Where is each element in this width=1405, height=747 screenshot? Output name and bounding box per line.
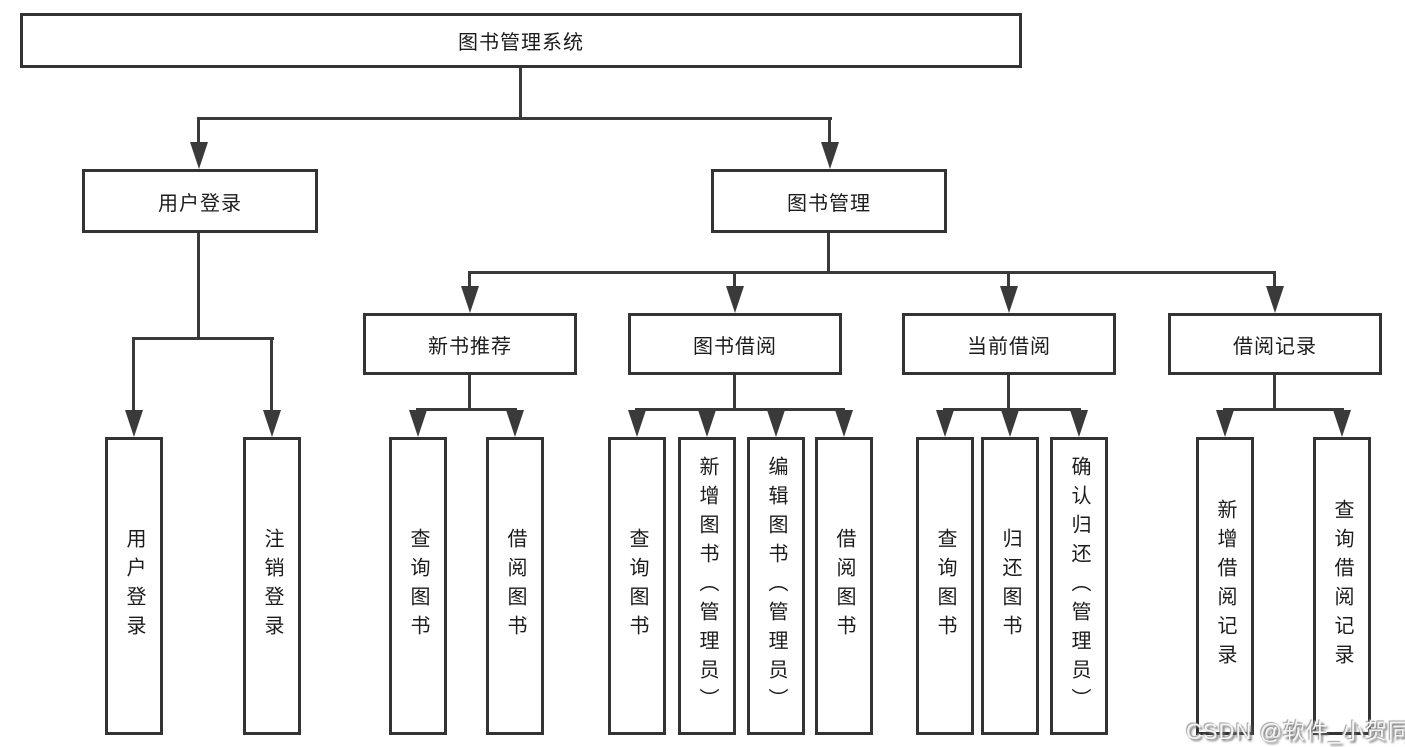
connector-user-login-stub [197, 117, 200, 145]
arrow-down-icon [1216, 410, 1234, 437]
leaf-add-borrow-record: 新增借阅记录 [1196, 437, 1254, 735]
leaf-add-books-admin: 新增图书（管理员） [678, 437, 736, 735]
arrow-down-icon [628, 410, 646, 437]
leaf-query-borrow-record-label: 查询借阅记录 [1331, 499, 1353, 673]
leaf-borrow-books-recommend-label: 借阅图书 [504, 528, 526, 644]
arrow-down-icon [1001, 410, 1019, 437]
connector-group-vertical [468, 375, 471, 411]
leaf-logout-label: 注销登录 [261, 528, 283, 644]
node-book-management-label: 图书管理 [787, 192, 871, 215]
node-user-login: 用户登录 [82, 169, 318, 233]
connector-user-login-vertical [197, 233, 200, 340]
watermark: CSDN @软件_小贺同学 [1186, 719, 1405, 744]
arrow-down-icon [1266, 286, 1284, 313]
arrow-down-icon [190, 142, 208, 169]
node-new-book-recommendation-label: 新书推荐 [428, 335, 512, 358]
leaf-query-books-recommend-label: 查询图书 [407, 528, 429, 644]
leaf-borrow-books: 借阅图书 [815, 437, 873, 735]
leaf-return-books-label: 归还图书 [999, 528, 1021, 644]
leaf-edit-books-admin: 编辑图书（管理员） [747, 437, 805, 735]
leaf-user-login-label: 用户登录 [123, 528, 145, 644]
arrow-down-icon [726, 286, 744, 313]
node-book-borrowing: 图书借阅 [628, 313, 842, 375]
arrow-down-icon [1070, 410, 1088, 437]
connector-header-stub [1273, 271, 1276, 289]
connector-level2-horizontal [198, 117, 832, 120]
connector-group-horizontal [416, 408, 517, 411]
leaf-query-borrow-record: 查询借阅记录 [1313, 437, 1371, 735]
leaf-query-books-borrowing-label: 查询图书 [626, 528, 648, 644]
connector-group-vertical [1007, 375, 1010, 411]
arrow-down-icon [461, 286, 479, 313]
node-book-management: 图书管理 [711, 169, 947, 233]
leaf-return-books: 归还图书 [981, 437, 1039, 735]
connector-book-mgmt-vertical [827, 233, 830, 274]
leaf-confirm-return-admin-label: 确认归还（管理员） [1068, 455, 1090, 717]
leaf-query-books-current: 查询图书 [916, 437, 974, 735]
connector-header-stub [468, 271, 471, 289]
node-library-management-system: 图书管理系统 [20, 13, 1022, 68]
connector-header-stub [1007, 271, 1010, 289]
arrow-down-icon [821, 142, 839, 169]
arrow-down-icon [1333, 410, 1351, 437]
leaf-query-books-recommend: 查询图书 [389, 437, 447, 735]
node-book-borrowing-label: 图书借阅 [693, 335, 777, 358]
connector-group-horizontal [1223, 408, 1344, 411]
connector-root-vertical [519, 68, 522, 120]
node-library-management-system-label: 图书管理系统 [458, 32, 584, 54]
arrow-down-icon [936, 410, 954, 437]
arrow-down-icon [506, 410, 524, 437]
connector-level3-horizontal [468, 271, 1276, 274]
connector-group-horizontal [943, 408, 1081, 411]
leaf-borrow-books-label: 借阅图书 [833, 528, 855, 644]
node-new-book-recommendation: 新书推荐 [363, 313, 577, 375]
leaf-user-login: 用户登录 [105, 437, 163, 735]
node-borrowing-records-label: 借阅记录 [1233, 335, 1317, 358]
node-current-borrowing-label: 当前借阅 [967, 335, 1051, 358]
connector-leaf-stub [270, 337, 273, 414]
leaf-borrow-books-recommend: 借阅图书 [486, 437, 544, 735]
node-current-borrowing: 当前借阅 [902, 313, 1116, 375]
node-user-login-label: 用户登录 [158, 192, 242, 215]
leaf-edit-books-admin-label: 编辑图书（管理员） [765, 455, 787, 717]
arrow-down-icon [263, 410, 281, 437]
arrow-down-icon [835, 410, 853, 437]
leaf-query-books-current-label: 查询图书 [934, 528, 956, 644]
connector-user-login-horizontal [132, 337, 274, 340]
node-borrowing-records: 借阅记录 [1168, 313, 1382, 375]
connector-leaf-stub [132, 337, 135, 414]
leaf-confirm-return-admin: 确认归还（管理员） [1050, 437, 1108, 735]
connector-group-vertical [733, 375, 736, 411]
connector-group-vertical [1273, 375, 1276, 411]
arrow-down-icon [767, 410, 785, 437]
connector-book-mgmt-stub [828, 117, 831, 145]
arrow-down-icon [409, 410, 427, 437]
arrow-down-icon [698, 410, 716, 437]
arrow-down-icon [125, 410, 143, 437]
leaf-logout: 注销登录 [243, 437, 301, 735]
connector-group-horizontal [635, 408, 845, 411]
arrow-down-icon [1000, 286, 1018, 313]
leaf-add-borrow-record-label: 新增借阅记录 [1214, 499, 1236, 673]
leaf-add-books-admin-label: 新增图书（管理员） [696, 455, 718, 717]
leaf-query-books-borrowing: 查询图书 [608, 437, 666, 735]
connector-header-stub [733, 271, 736, 289]
